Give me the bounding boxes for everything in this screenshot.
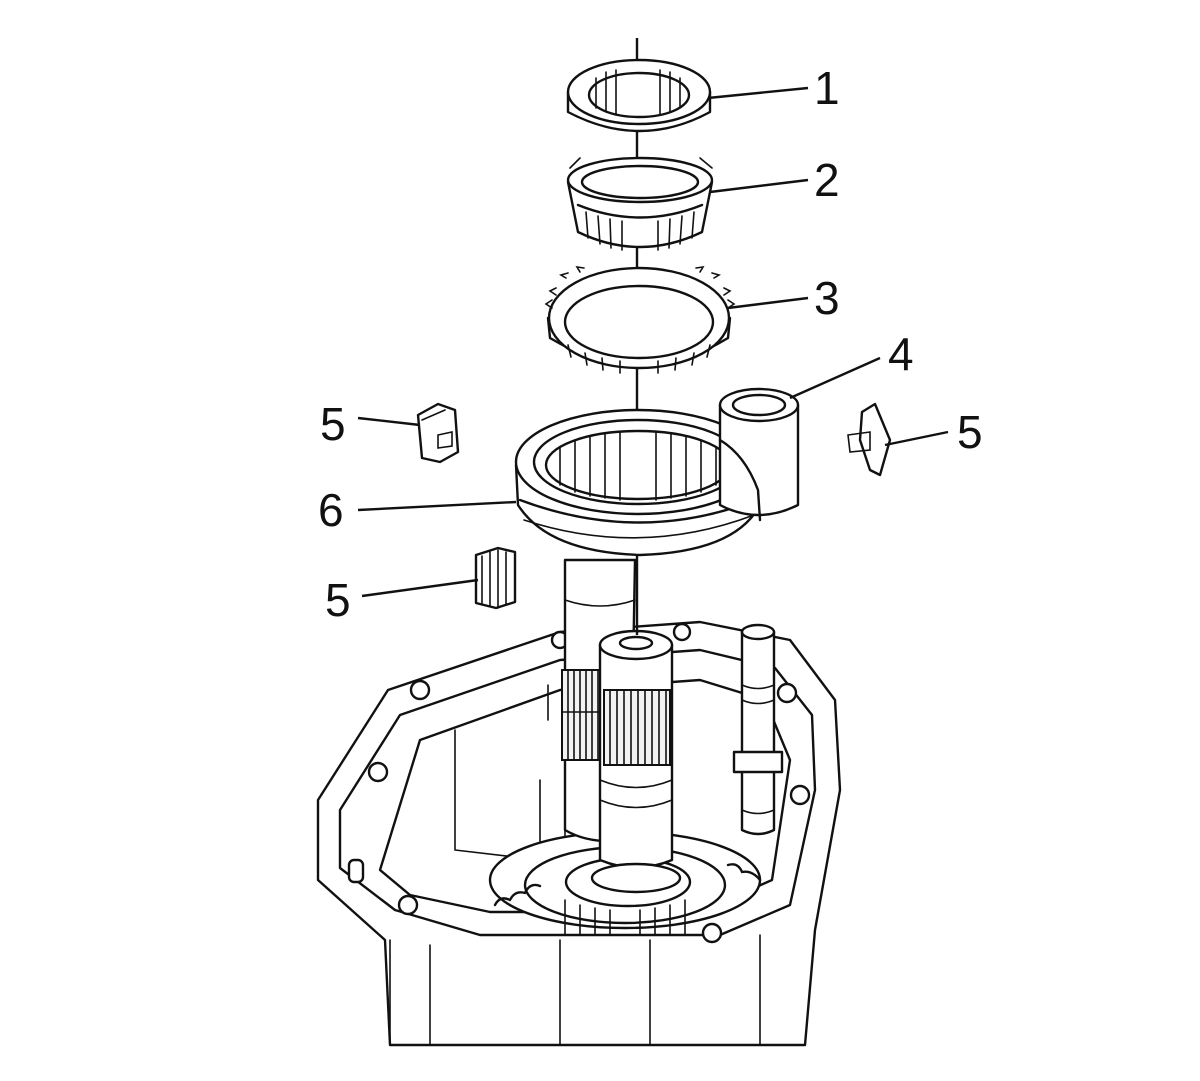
callout-labels: 1 2 3 4 5 5 5 6 (318, 62, 983, 626)
part-3-synchronizer-ring (544, 265, 736, 374)
shift-rail (732, 623, 784, 836)
callout-4: 4 (888, 328, 914, 380)
callout-2: 2 (814, 154, 840, 206)
callout-5-left-bottom: 5 (325, 574, 351, 626)
part-2-bearing-cage (566, 156, 714, 251)
part-4-shift-fork (718, 387, 800, 522)
callout-5-right: 5 (957, 406, 983, 458)
callout-1: 1 (814, 62, 840, 114)
callout-6: 6 (318, 484, 344, 536)
part-6-synchronizer-sleeve (514, 408, 762, 557)
callout-5-left-top: 5 (320, 398, 346, 450)
part-5-key-left-bottom (474, 546, 517, 610)
part-5-key-left-top (416, 402, 460, 464)
leader-lines (357, 86, 949, 598)
main-shaft (590, 629, 682, 894)
callout-3: 3 (814, 272, 840, 324)
part-5-key-right (847, 402, 892, 477)
part-1-bearing-cup (566, 58, 712, 133)
